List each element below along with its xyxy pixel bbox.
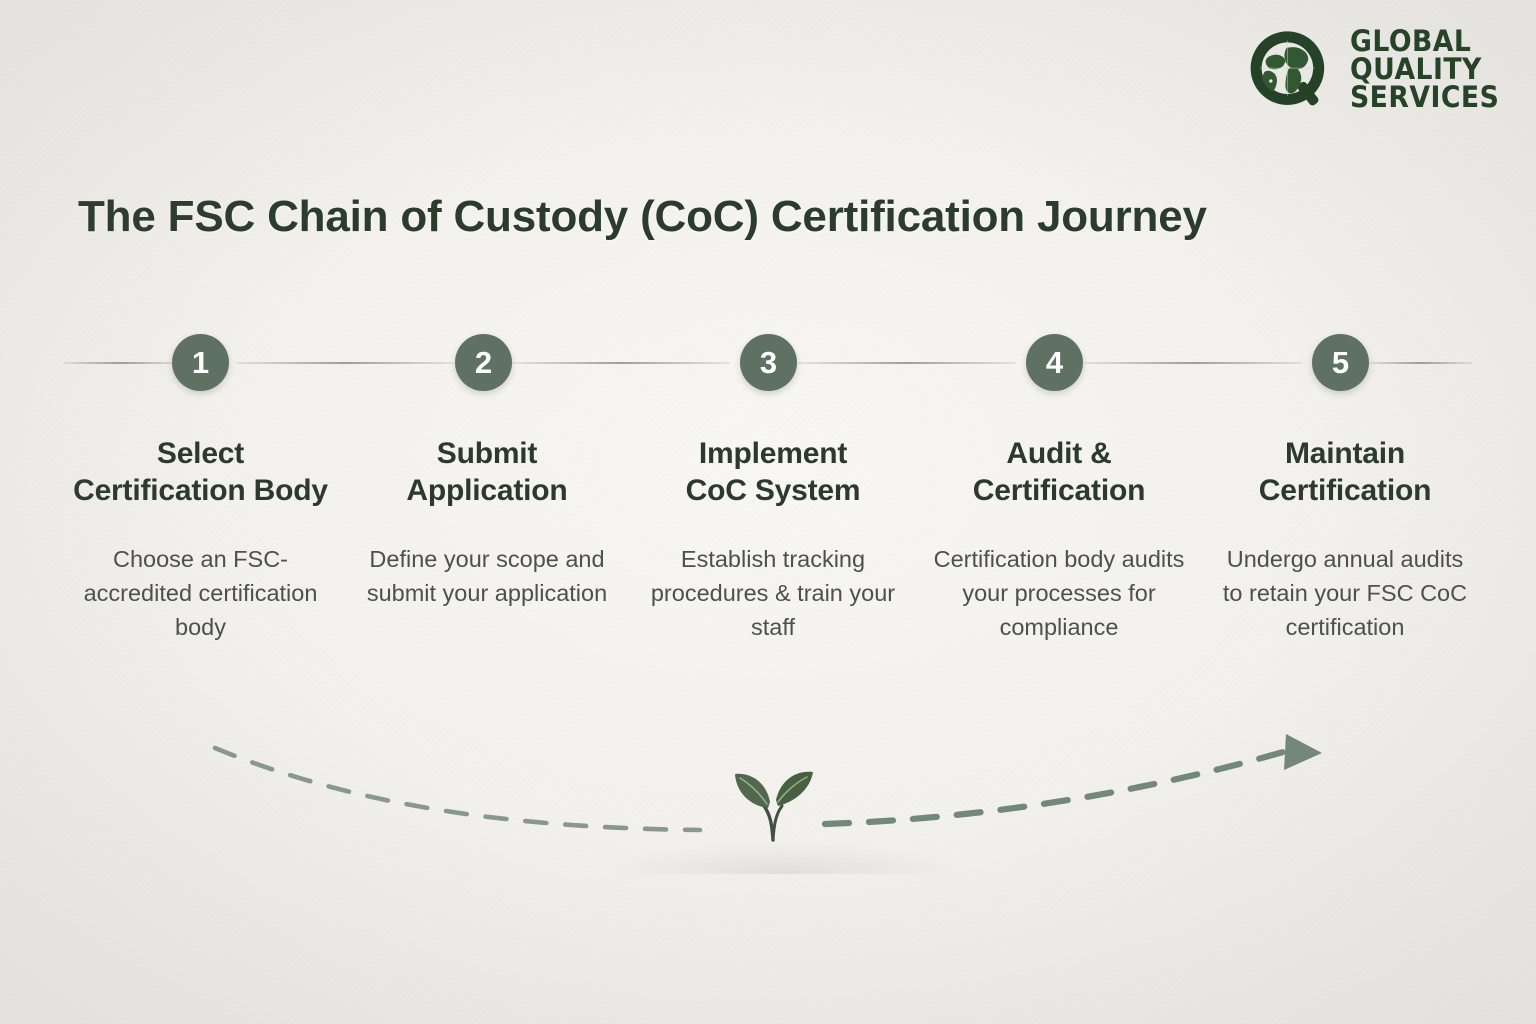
step-marker-2[interactable]: 2 [455, 334, 512, 391]
step-heading-2: Submit Application [406, 437, 568, 507]
brand-name-line-2: QUALITY [1349, 52, 1482, 87]
step-description-1: Choose an FSC-accredited certification b… [83, 546, 318, 641]
step-column-1: Select Certification Body Choose an FSC-… [57, 436, 344, 644]
brand-logo: GLOBAL QUALITY SERVICES [1246, 24, 1512, 116]
timeline-connector [1370, 362, 1472, 364]
timeline-connector [236, 362, 454, 364]
step-description-2: Define your scope and submit your applic… [366, 546, 608, 607]
steps-timeline: 1 2 3 4 5 [0, 334, 1536, 392]
step-column-4: Audit & Certification Certification body… [916, 436, 1202, 644]
step-description-4: Certification body audits your processes… [933, 546, 1185, 641]
step-marker-4[interactable]: 4 [1026, 334, 1083, 391]
step-marker-5[interactable]: 5 [1312, 334, 1369, 391]
step-heading-4: Audit & Certification [972, 437, 1146, 507]
steps-columns: Select Certification Body Choose an FSC-… [0, 436, 1536, 644]
step-number-5: 5 [1331, 344, 1350, 380]
step-number-1: 1 [191, 344, 210, 380]
step-marker-1[interactable]: 1 [172, 334, 229, 391]
step-heading-5: Maintain Certification [1258, 437, 1432, 507]
step-number-2: 2 [474, 344, 493, 380]
step-description-3: Establish tracking procedures & train yo… [650, 546, 896, 641]
globe-q-logo-icon [1250, 31, 1324, 106]
step-marker-3[interactable]: 3 [740, 334, 797, 391]
step-description-5: Undergo annual audits to retain your FSC… [1222, 546, 1468, 641]
step-number-3: 3 [759, 344, 778, 380]
timeline-connector [512, 362, 730, 364]
step-heading-3: Implement CoC System [685, 437, 861, 507]
step-column-2: Submit Application Define your scope and… [344, 436, 630, 644]
timeline-connector [1084, 362, 1302, 364]
brand-wordmark: GLOBAL QUALITY SERVICES [1349, 24, 1500, 114]
timeline-connector [798, 362, 1016, 364]
brand-name-line-1: GLOBAL [1349, 24, 1472, 59]
dashed-growth-arrow-icon [212, 734, 1322, 833]
brand-name-line-3: SERVICES [1349, 79, 1500, 114]
step-heading-1: Select Certification Body [73, 437, 328, 507]
page-title: The FSC Chain of Custody (CoC) Certifica… [78, 192, 1207, 241]
step-column-3: Implement CoC System Establish tracking … [630, 436, 916, 644]
seedling-sprout-icon [735, 771, 813, 842]
timeline-connector [64, 362, 178, 364]
step-number-4: 4 [1045, 344, 1064, 380]
step-column-5: Maintain Certification Undergo annual au… [1202, 436, 1488, 644]
